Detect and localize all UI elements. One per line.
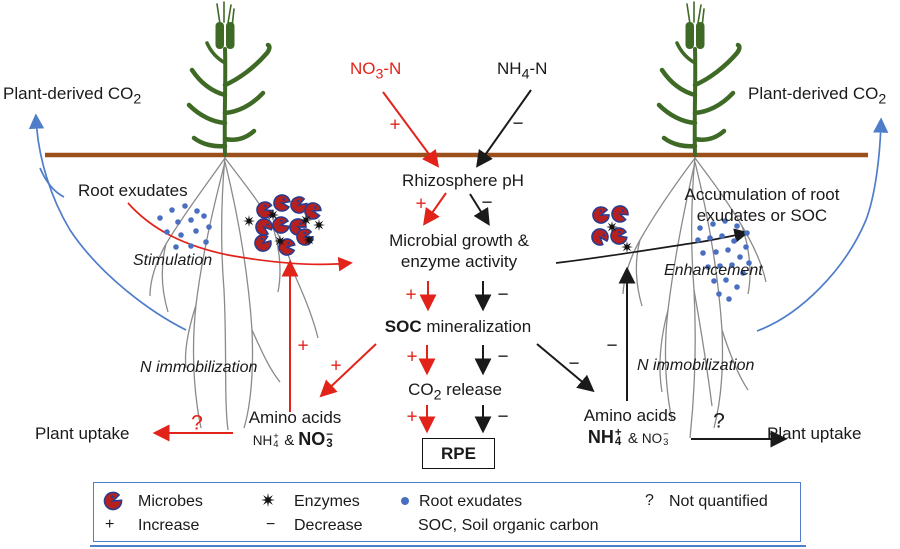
- root-exudates-dots-right: [695, 218, 752, 302]
- microbe-icon: [103, 491, 123, 511]
- no3-ion: NO−3: [298, 428, 333, 451]
- co2-flux-arrow-left: [28, 113, 187, 331]
- legend-soc-label: SOC, Soil organic carbon: [418, 517, 599, 534]
- plus-sign-ph-microbial: +: [415, 193, 427, 215]
- arrow-soc-to-amino-left: [319, 343, 377, 398]
- arrow-ph-to-microbial-pos: [423, 192, 447, 226]
- root-exudates-dots-left: [157, 203, 212, 250]
- rpe-box: RPE: [422, 438, 495, 469]
- stimulation-arrow: [127, 202, 353, 272]
- plant-derived-co2-left: Plant-derived CO2: [3, 84, 142, 108]
- minus-sign-ph-microbial: −: [481, 192, 493, 214]
- plant-uptake-right-label: Plant uptake: [767, 424, 862, 443]
- ampersand: &: [627, 430, 638, 447]
- legend-enzymes-label: Enzymes: [294, 493, 360, 510]
- legend-microbes-label: Microbes: [138, 493, 203, 510]
- soc-mineralization-label: SOC mineralization: [384, 317, 532, 336]
- microbial-growth-label: Microbial growth &enzyme activity: [389, 231, 529, 271]
- plus-sign-amino-microbes-left: +: [297, 335, 309, 357]
- plus-sign-soc-co2: +: [406, 346, 418, 368]
- ampersand: &: [284, 432, 295, 449]
- minus-sign-co2-rpe: −: [497, 406, 509, 428]
- plant-derived-co2-right: Plant-derived CO2: [748, 84, 887, 108]
- microbes-cluster-right: [587, 202, 631, 249]
- question-mark-left: ?: [191, 411, 203, 435]
- legend-root-exudates-label: Root exudates: [419, 493, 523, 510]
- co2-subscript: 2: [878, 91, 887, 108]
- legend-not-quantified-label: Not quantified: [669, 493, 768, 510]
- minus-sign-nh4-ph: −: [512, 113, 524, 135]
- plus-sign-soc-amino-left: +: [330, 355, 342, 377]
- minus-sign-microbial-soc: −: [497, 284, 509, 306]
- arrow-no3-to-ph: [382, 91, 440, 168]
- subscript: 3: [375, 66, 384, 83]
- co2-flux-arrow-right: [756, 117, 889, 332]
- n-immobilization-right-label: N immobilization: [637, 357, 755, 374]
- stimulation-label: Stimulation: [133, 252, 213, 269]
- arrow-soc-to-amino-right: [536, 343, 595, 393]
- n-immobilization-left-label: N immobilization: [140, 359, 258, 376]
- minus-sign-soc-amino-right: −: [568, 353, 580, 375]
- nh4-n-label: NH4-N: [497, 59, 548, 83]
- subscript: 2: [433, 387, 442, 404]
- figure-bottom-border: [90, 545, 806, 547]
- ions-right-label: NH+4 & NO−3: [587, 426, 670, 449]
- no3-ion: NO−3: [641, 428, 669, 449]
- enzyme-icon: [261, 493, 275, 507]
- arrow-ph-to-microbial-neg: [469, 193, 490, 226]
- root-exudate-icon: [401, 497, 409, 505]
- microbes-cluster-left: [251, 192, 324, 257]
- right-plant: [659, 2, 739, 155]
- legend-increase-label: Increase: [138, 517, 200, 534]
- rhizosphere-ph-label: Rhizosphere pH: [402, 171, 524, 190]
- left-plant: [189, 2, 269, 155]
- nh4-ion: NH+4: [587, 426, 622, 449]
- minus-sign-soc-co2: −: [497, 346, 509, 368]
- plant-uptake-left-label: Plant uptake: [35, 424, 130, 443]
- legend-decrease-label: Decrease: [294, 517, 363, 534]
- no3-n-label: NO3-N: [350, 59, 402, 83]
- ions-left-label: NH+4 & NO−3: [252, 428, 336, 451]
- root-exudates-label: Root exudates: [78, 181, 188, 200]
- legend-plus-icon: +: [105, 516, 115, 533]
- plus-sign-co2-rpe: +: [406, 406, 418, 428]
- co2-release-label: CO2 release: [408, 380, 502, 404]
- arrow-nh4-to-ph: [476, 89, 532, 168]
- amino-acids-left-label: Amino acids: [248, 408, 342, 427]
- enhancement-arrow: [555, 228, 749, 264]
- minus-sign-amino-microbes-right: −: [606, 335, 618, 357]
- legend-box: Microbes Enzymes Root exudates ? Not qua…: [93, 482, 801, 542]
- legend-question-icon: ?: [645, 492, 654, 509]
- co2-subscript: 2: [133, 91, 142, 108]
- amino-acids-right-label: Amino acids: [583, 406, 677, 425]
- plus-sign-no3-ph: +: [389, 114, 401, 136]
- legend-minus-icon: −: [266, 516, 276, 533]
- co2-flux-branch-left: [39, 167, 65, 198]
- subscript: 4: [521, 66, 530, 83]
- nh4-ion: NH+4: [252, 430, 279, 451]
- enhancement-label: Enhancement: [664, 262, 763, 279]
- plus-sign-microbial-soc: +: [405, 284, 417, 306]
- question-mark-right: ?: [713, 409, 725, 433]
